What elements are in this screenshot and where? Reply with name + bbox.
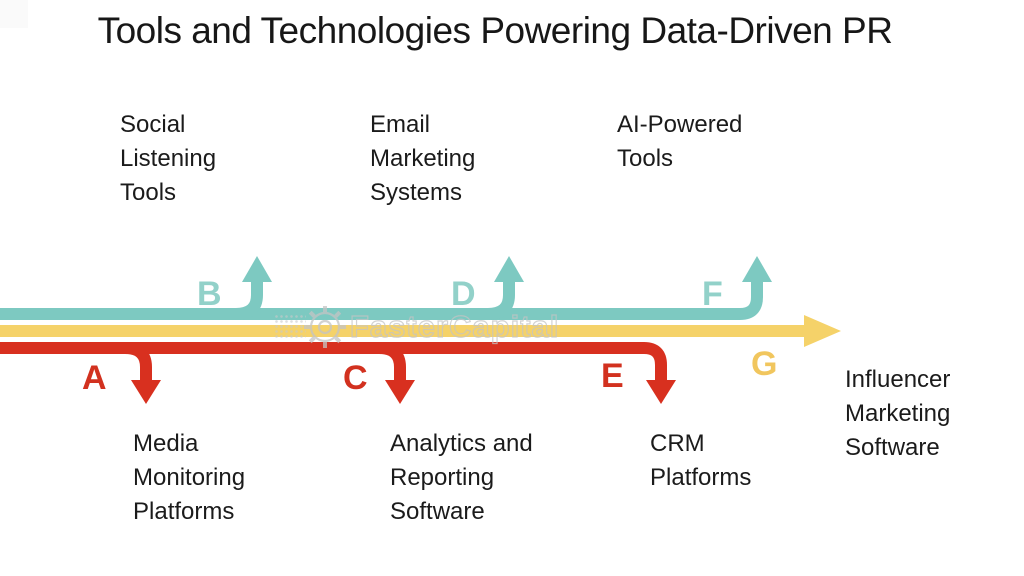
- label-analytics-reporting-software: Analytics and Reporting Software: [390, 430, 533, 525]
- halftone-dots-decoration: [274, 314, 306, 340]
- page-title: Tools and Technologies Powering Data-Dri…: [97, 10, 893, 51]
- red-arrowhead-c: [385, 380, 415, 404]
- marker-letter-e: E: [601, 357, 624, 395]
- watermark: FasterCapital: [274, 301, 559, 353]
- marker-letter-f: F: [702, 275, 723, 313]
- marker-letter-d: D: [451, 275, 476, 313]
- red-stream: [0, 342, 676, 404]
- teal-main-line: [0, 281, 763, 320]
- marker-letter-a: A: [82, 359, 107, 397]
- marker-letter-b: B: [197, 275, 222, 313]
- marker-letter-c: C: [343, 359, 368, 397]
- gear-icon: [304, 306, 346, 348]
- label-crm-platforms: CRM Platforms: [650, 430, 752, 491]
- teal-arrowhead-b: [242, 256, 272, 282]
- teal-branch-b: [235, 281, 263, 320]
- label-influencer-marketing-software: Influencer Marketing Software: [845, 366, 951, 461]
- watermark-text: FasterCapital: [349, 308, 560, 344]
- yellow-stream: [0, 315, 841, 347]
- red-branch-c: [378, 342, 406, 381]
- label-media-monitoring-platforms: Media Monitoring Platforms: [133, 430, 246, 525]
- red-main-line: [0, 342, 667, 381]
- label-email-marketing-systems: Email Marketing Systems: [370, 111, 476, 206]
- marker-letter-g: G: [751, 345, 778, 383]
- red-arrowhead-e: [646, 380, 676, 404]
- teal-arrowhead-f: [742, 256, 772, 282]
- red-arrowhead-a: [131, 380, 161, 404]
- label-ai-powered-tools: AI-Powered Tools: [617, 111, 743, 172]
- label-social-listening-tools: Social Listening Tools: [120, 111, 217, 206]
- red-branch-a: [124, 342, 152, 381]
- corner-artifact: [0, 0, 28, 28]
- yellow-arrowhead-g: [804, 315, 841, 347]
- teal-stream: [0, 256, 772, 320]
- teal-arrowhead-d: [494, 256, 524, 282]
- teal-branch-d: [487, 281, 515, 320]
